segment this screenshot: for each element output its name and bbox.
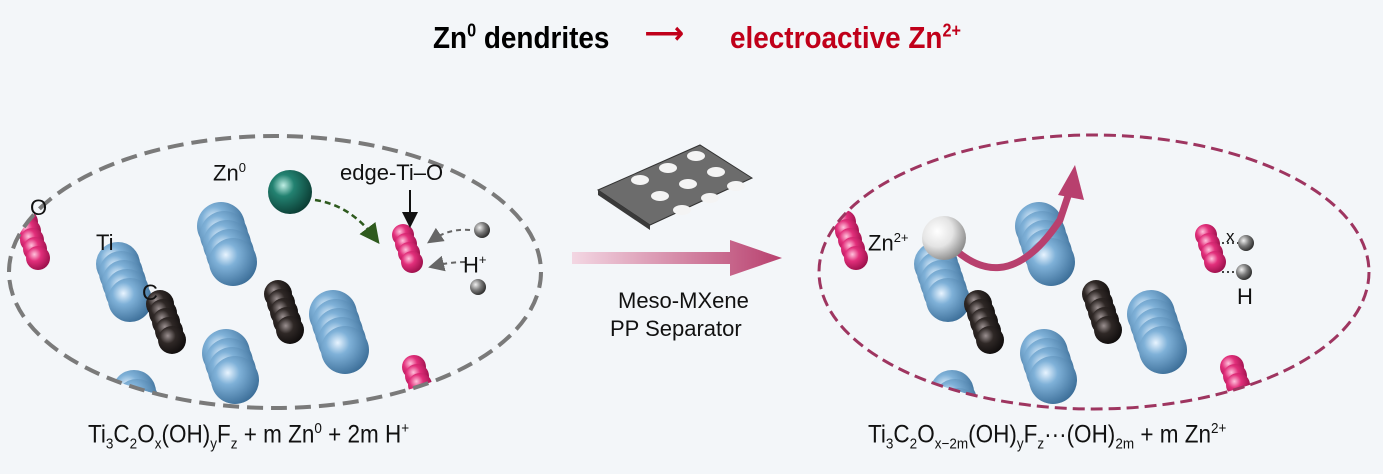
equation-term: Ti [88, 420, 106, 449]
equation-term: C [113, 420, 130, 449]
mesopore [707, 167, 725, 177]
equation-term: F [1023, 420, 1038, 449]
titanium-atom [115, 379, 159, 408]
h-arrow [428, 255, 466, 272]
reaction-arrow [572, 240, 782, 276]
mesopore [631, 175, 649, 185]
equation-term: + 2m H [321, 420, 402, 449]
h-atom [470, 279, 486, 295]
equation-term: 3 [105, 435, 114, 453]
equation-term: 3 [885, 435, 894, 453]
titanium-atom [108, 278, 152, 322]
label-h-plus: H+ [463, 252, 487, 278]
mesopore [659, 163, 677, 173]
equation-term: C [893, 420, 910, 449]
equation-term: Ti [868, 420, 886, 449]
equation-term: O [137, 420, 155, 449]
equation-term: 0 [314, 420, 322, 437]
right-equation: Ti3C2Ox−2m(OH)yFz···(OH)2m + m Zn2+ [868, 420, 1226, 452]
equation-term: O [917, 420, 935, 449]
equation-term: x [154, 435, 162, 453]
equation-term: 2m [1115, 435, 1135, 453]
label-o: O [30, 195, 48, 220]
titanium-atom [112, 370, 156, 408]
equation-term: (OH) [161, 420, 211, 449]
equation-term: y [1016, 435, 1024, 453]
equation-term: z [1037, 435, 1045, 453]
h-arrow [427, 227, 471, 244]
carbon-atom [1094, 316, 1122, 344]
h-atom [1236, 264, 1252, 280]
equation-term: 2 [909, 435, 918, 453]
equation-term: 2 [129, 435, 138, 453]
equation-term: F [216, 420, 231, 449]
titanium-atom [1027, 238, 1075, 286]
titanium-atom [209, 238, 257, 286]
carbon-atom [976, 326, 1004, 354]
oxygen-atom [844, 246, 868, 270]
zn0-atom [268, 170, 312, 214]
title-left: Zn0 dendrites [433, 20, 610, 55]
equation-term: z [230, 435, 238, 453]
label-edge-ti-o: edge-Ti–O [340, 160, 444, 185]
equation-term: + m Zn [237, 420, 315, 449]
h-atom [474, 222, 490, 238]
equation-term: x−2m [934, 435, 969, 453]
titanium-atom [1029, 356, 1077, 404]
meso-mxene-flake [596, 144, 754, 230]
label-c: C [142, 280, 158, 305]
equation-term: y [210, 435, 217, 453]
equation-term: ···(OH) [1044, 420, 1116, 449]
zn2-atom [922, 216, 966, 260]
equation-term: (OH) [968, 420, 1017, 449]
equation-term: + m Zn [1134, 420, 1211, 449]
mesopore [651, 191, 669, 201]
label-h: H [1237, 284, 1253, 309]
zn-release-arrowhead [1058, 165, 1084, 200]
zn-migration-arrow [314, 198, 380, 244]
carbon-atom [276, 316, 304, 344]
label-meso-mxene: Meso-MXene [618, 288, 749, 313]
oxygen-atom [26, 246, 50, 270]
carbon-atom [158, 326, 186, 354]
mesopore [679, 179, 697, 189]
mesopore [687, 151, 705, 161]
label-ti: Ti [96, 230, 114, 255]
left-equation: Ti3C2Ox(OH)yFz + m Zn0 + 2m H+ [88, 420, 409, 452]
mesopore [727, 181, 745, 191]
label-zn2: Zn2+ [868, 230, 909, 256]
mesopore [673, 205, 691, 215]
titanium-atom [321, 326, 369, 374]
oxygen-atom [1226, 373, 1250, 397]
label-x: x [1226, 227, 1235, 246]
titanium-atom [211, 356, 259, 404]
titanium-atom [1139, 326, 1187, 374]
edge-oxygen-atom [1204, 251, 1226, 273]
label-pp-separator: PP Separator [610, 316, 742, 341]
edge-oxygen-atom [401, 251, 423, 273]
left-dashed-ellipse [7, 134, 543, 410]
equation-term: + [401, 420, 410, 437]
titanium-atom [926, 278, 970, 322]
right-dashed-ellipse [817, 133, 1371, 411]
equation-term: 2+ [1210, 420, 1227, 437]
title-right: electroactive Zn2+ [730, 20, 961, 55]
label-zn0: Zn0 [213, 160, 246, 186]
h-atom [1238, 235, 1254, 251]
mesopore [701, 193, 719, 203]
title-arrow: ⟶ [645, 17, 684, 50]
